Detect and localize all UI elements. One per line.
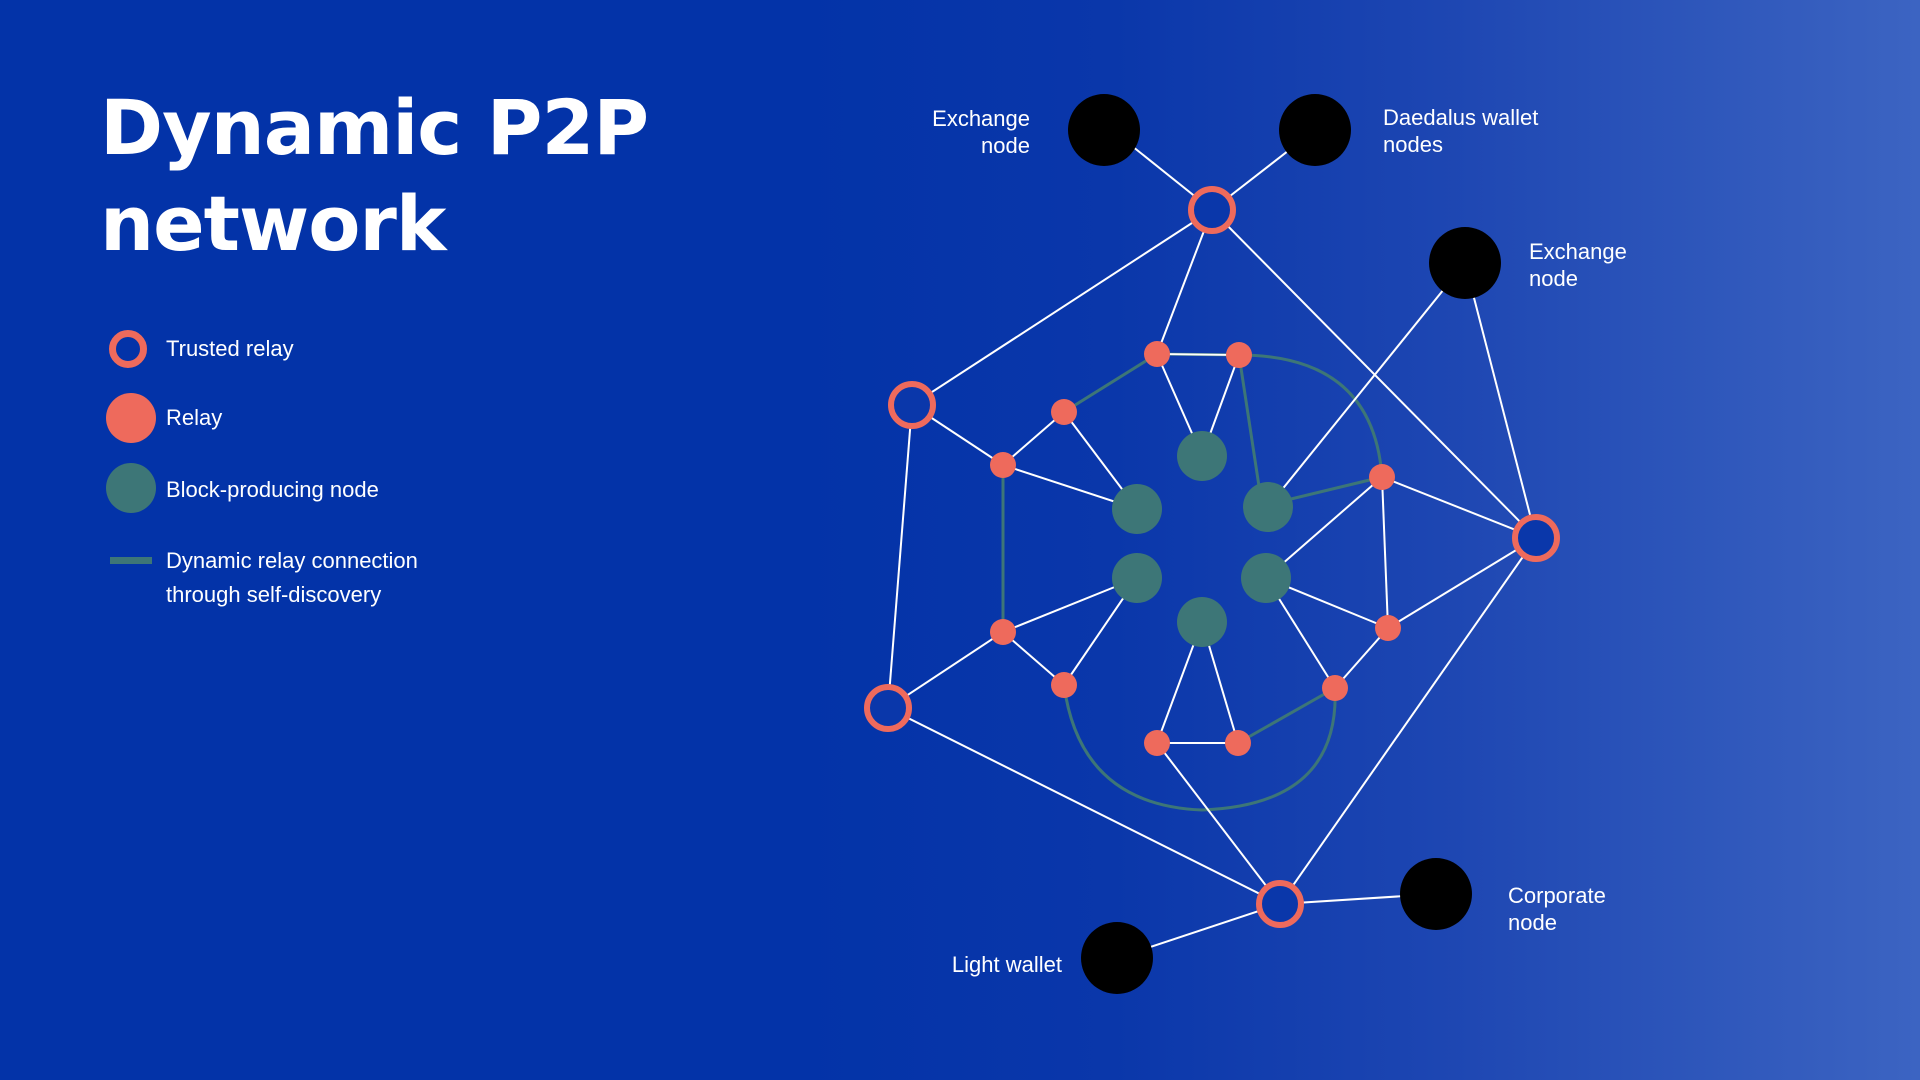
- external-nodes: [1068, 94, 1501, 994]
- relay-node: [1225, 730, 1251, 756]
- trusted-relay-node: [1512, 514, 1560, 562]
- link: [1002, 411, 1065, 466]
- link: [1334, 627, 1389, 689]
- link: [1265, 476, 1383, 579]
- link: [1464, 262, 1537, 539]
- trusted-relay-node: [888, 381, 936, 429]
- page-title: Dynamic P2P network: [100, 83, 649, 268]
- label-exchange-node-top: Exchange node: [932, 106, 1030, 158]
- dynamic-link: [1237, 354, 1264, 507]
- link: [1211, 209, 1537, 539]
- dynamic-link: [1238, 353, 1384, 478]
- daedalus-wallet-node: [1279, 94, 1351, 166]
- relay-node: [1144, 341, 1170, 367]
- relay-node: [1322, 675, 1348, 701]
- link: [1381, 476, 1389, 629]
- relay-legend-icon: [106, 393, 156, 443]
- exchange-node-top: [1068, 94, 1140, 166]
- link: [887, 707, 1281, 905]
- relay-node: [1051, 399, 1077, 425]
- block-producing-node: [1112, 553, 1162, 603]
- link: [887, 404, 913, 709]
- relay-node: [1226, 342, 1252, 368]
- relay-node: [1375, 615, 1401, 641]
- relay-nodes: [990, 341, 1401, 756]
- legend-trusted-relay: Trusted relay: [166, 336, 294, 361]
- link: [911, 209, 1213, 406]
- block-producing-legend-icon: [106, 463, 156, 513]
- relay-node: [990, 619, 1016, 645]
- relay-node: [1144, 730, 1170, 756]
- dynamic-link: [1062, 684, 1337, 812]
- link: [1381, 476, 1537, 539]
- exchange-node-right: [1429, 227, 1501, 299]
- link: [1156, 353, 1240, 356]
- link: [1267, 262, 1466, 508]
- label-light-wallet: Light wallet: [951, 952, 1062, 977]
- block-producing-node: [1177, 597, 1227, 647]
- block-producing-node: [1177, 431, 1227, 481]
- dynamic-connection-legend-icon: [110, 557, 152, 564]
- link: [1156, 209, 1213, 355]
- trusted-relay-node: [1188, 186, 1236, 234]
- trusted-relay-node: [864, 684, 912, 732]
- legend-relay: Relay: [166, 405, 223, 430]
- relay-node: [1369, 464, 1395, 490]
- dynamic-link: [1063, 352, 1158, 414]
- trusted-relay-node: [1256, 880, 1304, 928]
- label-daedalus-wallet: Daedalus wallet nodes: [1383, 105, 1539, 157]
- trusted-relay-legend-icon: [109, 330, 147, 368]
- link: [1156, 742, 1281, 905]
- trusted-relay-nodes: [864, 186, 1560, 928]
- block-producing-nodes: [1112, 431, 1293, 647]
- light-wallet-node: [1081, 922, 1153, 994]
- block-producing-node: [1241, 553, 1291, 603]
- legend-dynamic-connection-line2: through self-discovery: [166, 582, 382, 607]
- corporate-node: [1400, 858, 1472, 930]
- relay-node: [990, 452, 1016, 478]
- label-exchange-node-right: Exchange node: [1529, 239, 1627, 291]
- legend-dynamic-connection-line1: Dynamic relay connection: [166, 548, 418, 573]
- relay-node: [1051, 672, 1077, 698]
- link: [1002, 631, 1065, 686]
- block-producing-node: [1112, 484, 1162, 534]
- label-corporate-node: Corporate node: [1508, 883, 1606, 935]
- dynamic-link: [1237, 686, 1336, 745]
- legend-block-producing: Block-producing node: [166, 477, 379, 502]
- link: [1279, 537, 1537, 905]
- block-producing-node: [1243, 482, 1293, 532]
- link: [1387, 537, 1537, 629]
